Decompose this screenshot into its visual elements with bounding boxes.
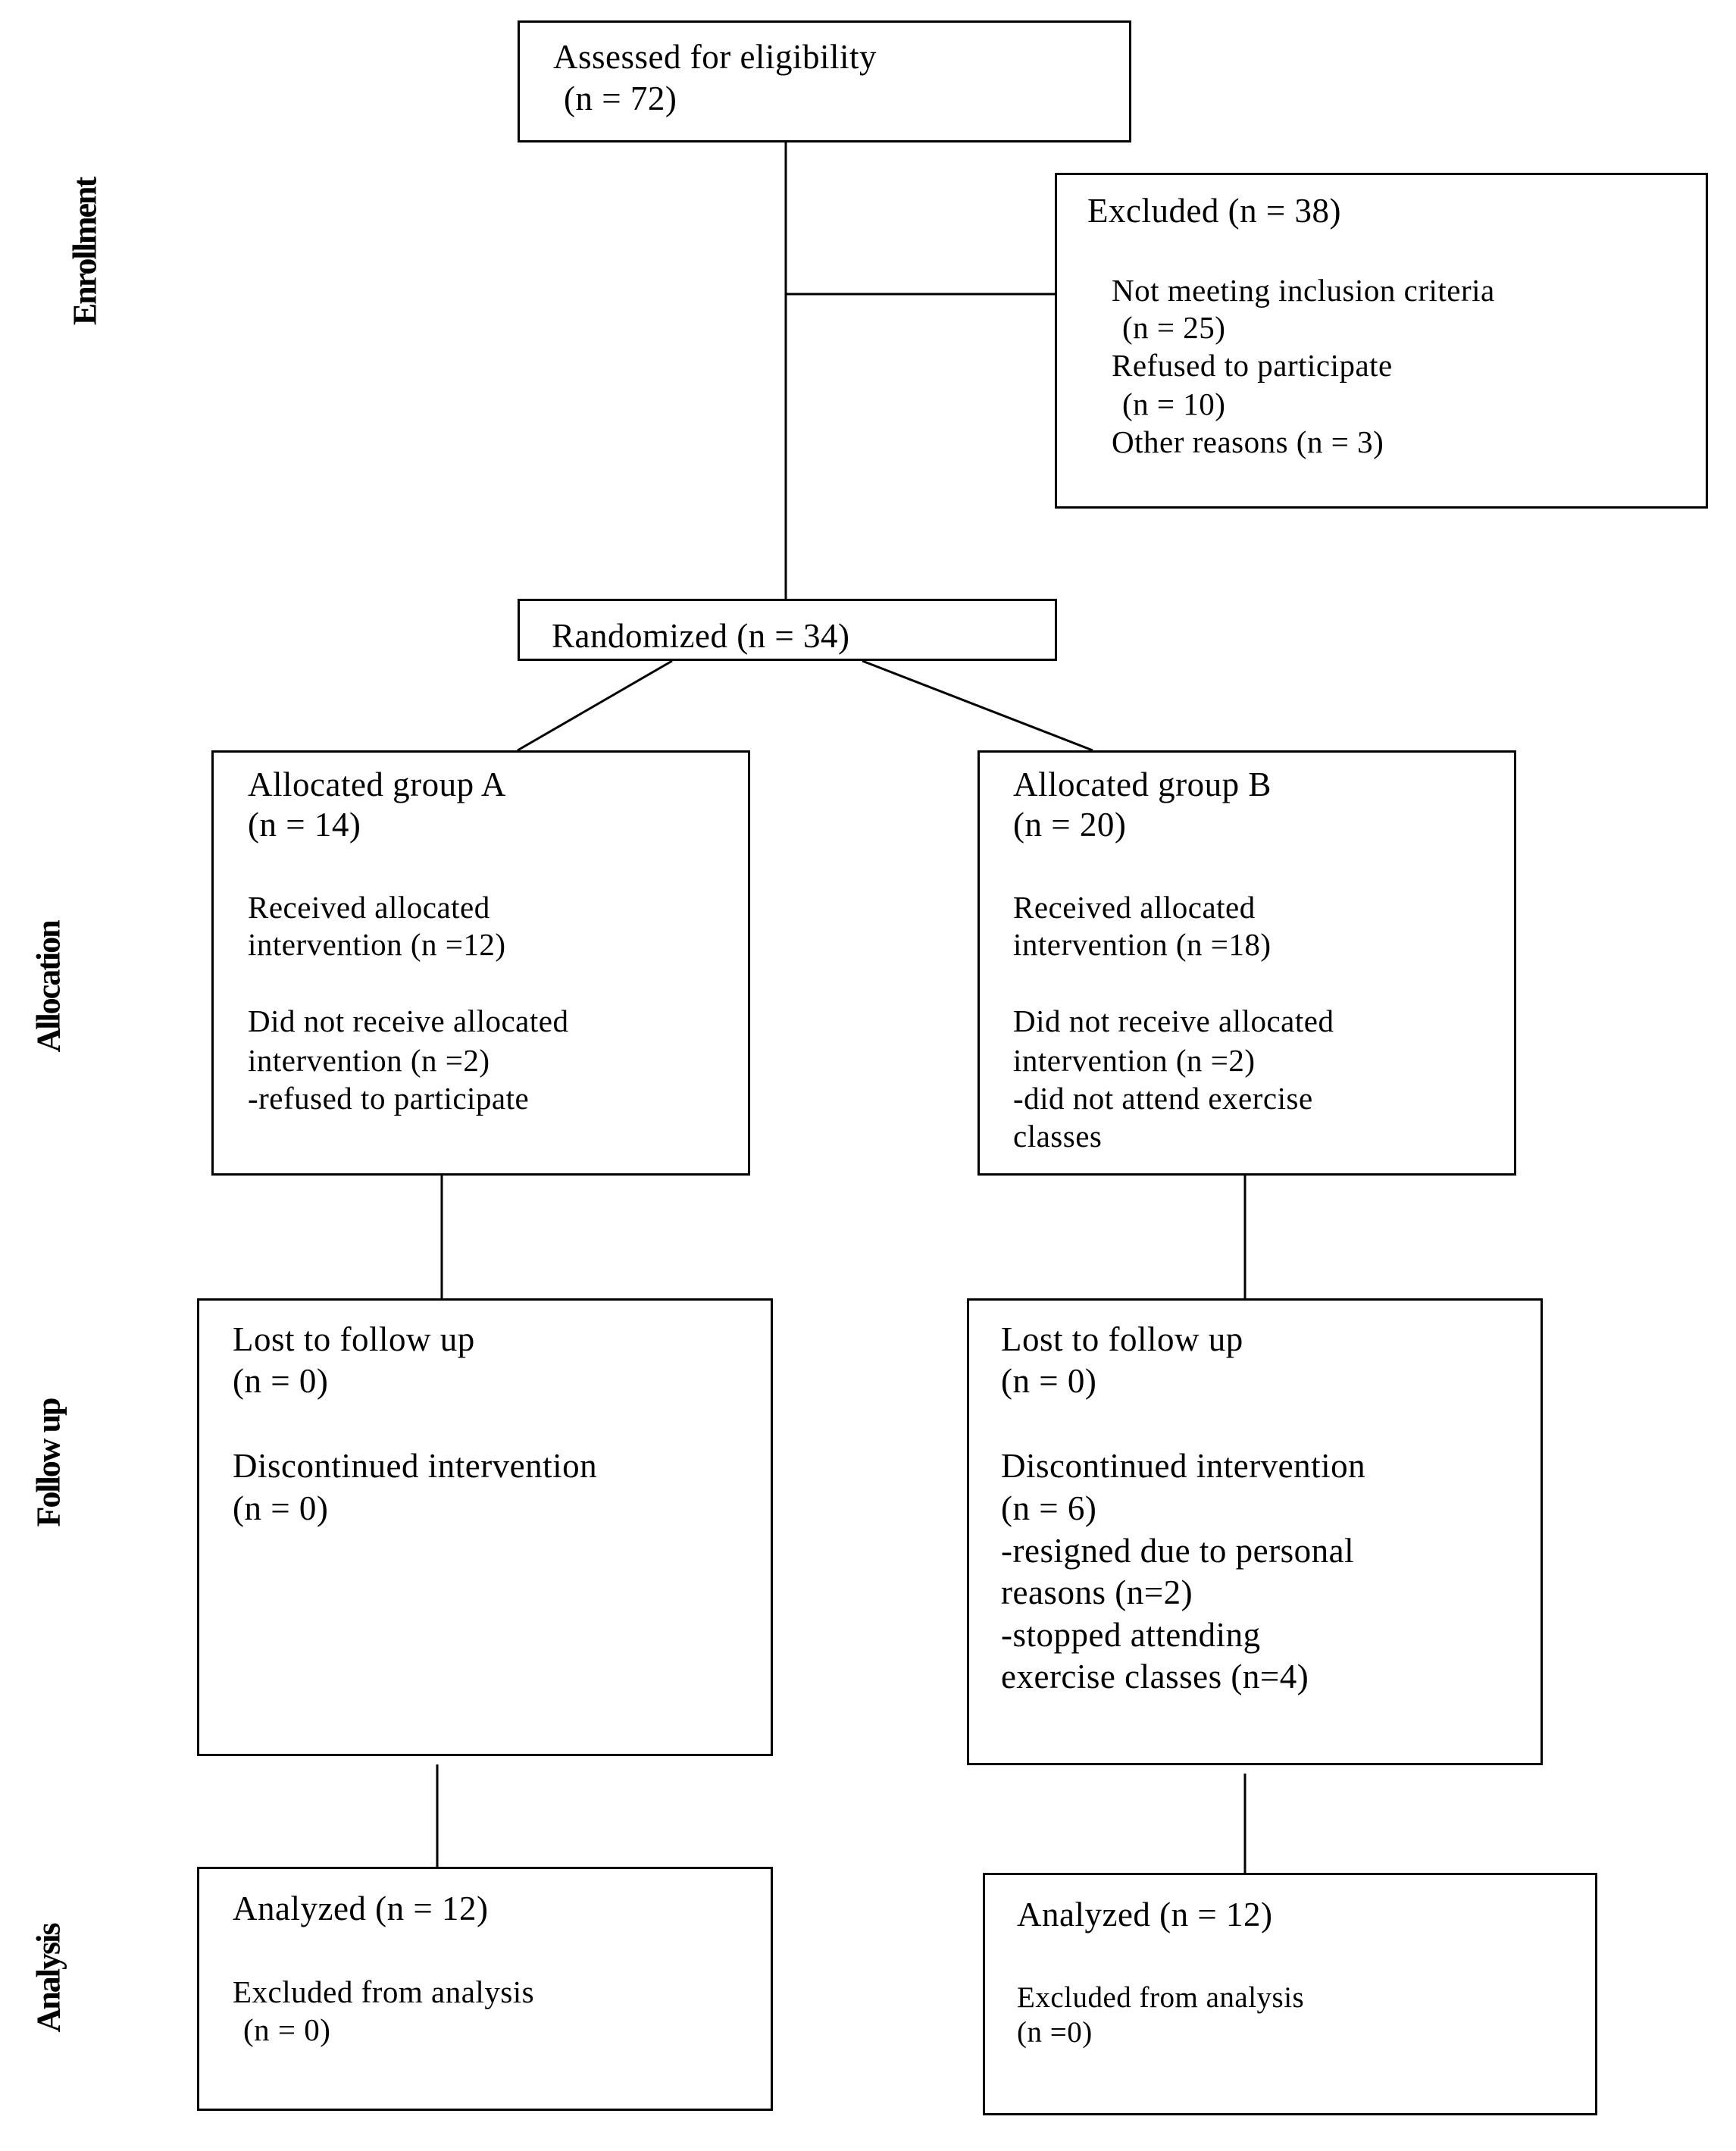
group-b-reason-1-line-1: -resigned due to personal — [1001, 1532, 1355, 1570]
group-b-allocation-count: (n = 20) — [1013, 806, 1127, 844]
group-a-lost-to-follow-up: Lost to follow up — [233, 1320, 475, 1358]
group-a-followup-box: Lost to follow up (n = 0) Discontinued i… — [197, 1298, 773, 1756]
randomized-box: Randomized (n = 34) — [518, 599, 1057, 661]
group-b-followup-box: Lost to follow up (n = 0) Discontinued i… — [967, 1298, 1543, 1765]
group-a-excluded-count: (n = 0) — [243, 2012, 331, 2047]
group-b-received-line-2: intervention (n =18) — [1013, 927, 1272, 962]
group-b-not-received-reason-line-1: -did not attend exercise — [1013, 1081, 1313, 1116]
connector-randomized-to-group-b — [862, 659, 1093, 752]
group-b-excluded-count: (n =0) — [1017, 2016, 1093, 2049]
group-b-discontinued-count: (n = 6) — [1001, 1489, 1097, 1527]
group-a-not-received-reason: -refused to participate — [248, 1081, 530, 1116]
assessed-box: Assessed for eligibility (n = 72) — [518, 20, 1131, 142]
excluded-reason-2: Refused to participate — [1112, 348, 1393, 383]
group-b-discontinued: Discontinued intervention — [1001, 1447, 1366, 1485]
randomized-title: Randomized (n = 34) — [552, 617, 850, 655]
group-b-lost-count: (n = 0) — [1001, 1362, 1097, 1400]
group-a-not-received-line-2: intervention (n =2) — [248, 1043, 490, 1078]
group-b-reason-2-line-2: exercise classes (n=4) — [1001, 1658, 1309, 1695]
assessed-title: Assessed for eligibility — [553, 38, 877, 76]
group-a-allocation-count: (n = 14) — [248, 806, 361, 844]
group-a-allocation-title: Allocated group A — [248, 766, 506, 803]
excluded-box: Excluded (n = 38) Not meeting inclusion … — [1055, 173, 1708, 509]
stage-label-follow-up: Follow up — [30, 1398, 67, 1527]
group-b-excluded-from-analysis: Excluded from analysis — [1017, 1981, 1305, 2014]
group-b-analysis-box: Analyzed (n = 12) Excluded from analysis… — [983, 1873, 1597, 2115]
excluded-reason-2-count: (n = 10) — [1122, 387, 1226, 421]
excluded-title: Excluded (n = 38) — [1087, 192, 1342, 230]
group-a-lost-count: (n = 0) — [233, 1362, 329, 1400]
group-a-allocation-box: Allocated group A (n = 14) Received allo… — [211, 750, 750, 1176]
group-b-reason-1-line-2: reasons (n=2) — [1001, 1573, 1193, 1611]
group-b-allocation-box: Allocated group B (n = 20) Received allo… — [977, 750, 1516, 1176]
group-a-not-received-line-1: Did not receive allocated — [248, 1003, 569, 1038]
assessed-count: (n = 72) — [564, 80, 677, 117]
stage-label-enrollment: Enrollment — [66, 177, 104, 326]
group-b-allocation-title: Allocated group B — [1013, 766, 1272, 803]
stage-label-allocation: Allocation — [30, 921, 67, 1053]
group-b-reason-2-line-1: -stopped attending — [1001, 1616, 1261, 1654]
group-b-lost-to-follow-up: Lost to follow up — [1001, 1320, 1243, 1358]
group-b-analyzed: Analyzed (n = 12) — [1017, 1896, 1273, 1933]
group-a-received-line-1: Received allocated — [248, 890, 490, 925]
stage-label-analysis: Analysis — [30, 1924, 67, 2033]
group-b-not-received-line-2: intervention (n =2) — [1013, 1043, 1256, 1078]
group-a-analysis-box: Analyzed (n = 12) Excluded from analysis… — [197, 1867, 773, 2111]
group-a-received-line-2: intervention (n =12) — [248, 927, 506, 962]
group-a-analyzed: Analyzed (n = 12) — [233, 1890, 489, 1927]
group-b-received-line-1: Received allocated — [1013, 890, 1256, 925]
group-b-not-received-line-1: Did not receive allocated — [1013, 1003, 1334, 1038]
excluded-reason-1-count: (n = 25) — [1122, 310, 1226, 345]
excluded-reason-3: Other reasons (n = 3) — [1112, 424, 1384, 459]
group-a-excluded-from-analysis: Excluded from analysis — [233, 1974, 535, 2009]
group-a-discontinued: Discontinued intervention — [233, 1447, 598, 1485]
connector-randomized-to-group-a — [517, 659, 673, 752]
excluded-reason-1: Not meeting inclusion criteria — [1112, 273, 1495, 308]
group-b-not-received-reason-line-2: classes — [1013, 1119, 1103, 1154]
group-a-discontinued-count: (n = 0) — [233, 1489, 329, 1527]
